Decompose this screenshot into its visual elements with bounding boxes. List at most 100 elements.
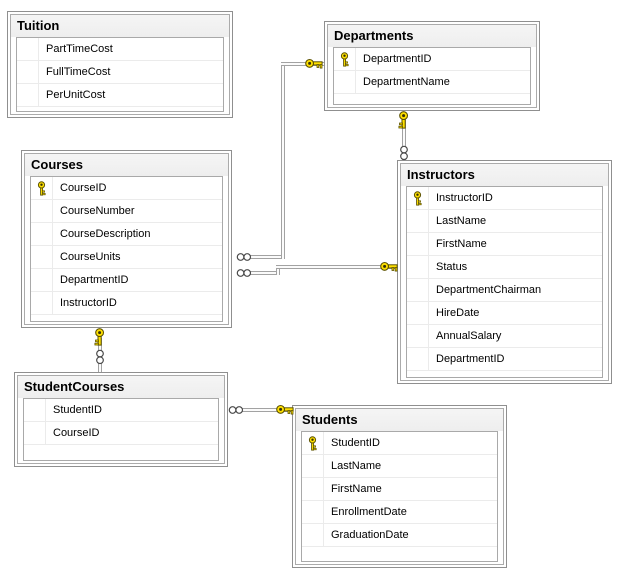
column-row[interactable]: CourseID (31, 177, 222, 200)
column-name: DepartmentID (436, 353, 505, 365)
column-row[interactable]: Status (407, 256, 602, 279)
connector-infinity-icon (236, 268, 252, 278)
column-row[interactable]: FirstName (407, 233, 602, 256)
column-row[interactable]: InstructorID (31, 292, 222, 315)
column-row[interactable]: LastName (407, 210, 602, 233)
column-row[interactable]: EnrollmentDate (302, 501, 497, 524)
column-name: PerUnitCost (46, 89, 106, 101)
relationship-line-courses-to-instructors[interactable] (246, 271, 280, 275)
column-name: FullTimeCost (46, 66, 111, 78)
column-row[interactable]: HireDate (407, 302, 602, 325)
table-title[interactable]: Instructors (401, 164, 608, 186)
column-row[interactable]: FirstName (302, 478, 497, 501)
row-icon-cell (407, 279, 429, 301)
column-name: FirstName (436, 238, 487, 250)
relationship-line-courses-to-departments[interactable] (246, 255, 285, 259)
primary-key-icon (31, 177, 53, 199)
relationship-line-courses-to-departments[interactable] (281, 62, 285, 259)
row-icon-cell (302, 524, 324, 546)
column-row[interactable]: CourseDescription (31, 223, 222, 246)
column-name: DepartmentID (363, 53, 432, 65)
column-name: CourseID (60, 182, 107, 194)
column-name: GraduationDate (331, 529, 409, 541)
table-grid: StudentID CourseID (23, 398, 219, 461)
column-name: InstructorID (436, 192, 493, 204)
row-icon-cell (17, 84, 39, 106)
row-icon-cell (407, 233, 429, 255)
connector-infinity-icon (95, 349, 105, 365)
table-title[interactable]: Courses (25, 154, 228, 176)
primary-key-icon (407, 187, 429, 209)
column-row[interactable]: CourseID (24, 422, 218, 445)
column-name: CourseID (53, 427, 100, 439)
column-row[interactable]: DepartmentID (31, 269, 222, 292)
column-name: CourseDescription (60, 228, 151, 240)
column-row[interactable]: PerUnitCost (17, 84, 223, 107)
column-row[interactable]: LastName (302, 455, 497, 478)
row-icon-cell (407, 325, 429, 347)
column-row[interactable]: InstructorID (407, 187, 602, 210)
column-row[interactable]: DepartmentID (334, 48, 530, 71)
row-icon-cell (407, 348, 429, 370)
row-icon-cell (334, 71, 356, 93)
row-icon-cell (24, 399, 46, 421)
connector-key-icon (380, 261, 398, 272)
column-name: EnrollmentDate (331, 506, 407, 518)
column-name: Status (436, 261, 468, 273)
column-row[interactable]: CourseUnits (31, 246, 222, 269)
column-name: StudentID (331, 437, 380, 449)
connector-key-icon (276, 404, 294, 415)
column-name: DepartmentName (363, 76, 450, 88)
table-title[interactable]: Students (296, 409, 503, 431)
relationship-line-studentcourses-to-students[interactable] (240, 408, 294, 412)
column-row[interactable]: AnnualSalary (407, 325, 602, 348)
row-icon-cell (407, 210, 429, 232)
column-row[interactable]: DepartmentName (334, 71, 530, 94)
column-name: DepartmentChairman (436, 284, 542, 296)
connector-infinity-icon (228, 405, 244, 415)
table-title[interactable]: Tuition (11, 15, 229, 37)
column-name: LastName (331, 460, 382, 472)
row-icon-cell (31, 223, 53, 245)
row-icon-cell (31, 269, 53, 291)
column-row[interactable]: FullTimeCost (17, 61, 223, 84)
connector-infinity-icon (399, 145, 409, 161)
row-icon-cell (407, 256, 429, 278)
column-row[interactable]: GraduationDate (302, 524, 497, 547)
column-name: InstructorID (60, 297, 117, 309)
column-row[interactable]: DepartmentChairman (407, 279, 602, 302)
column-row[interactable]: CourseNumber (31, 200, 222, 223)
row-icon-cell (302, 478, 324, 500)
column-row[interactable]: StudentID (24, 399, 218, 422)
column-name: HireDate (436, 307, 480, 319)
column-name: PartTimeCost (46, 43, 113, 55)
column-row[interactable]: DepartmentID (407, 348, 602, 371)
relationship-line-departments-to-instructors[interactable] (402, 118, 406, 162)
row-icon-cell (17, 61, 39, 83)
row-icon-cell (31, 246, 53, 268)
connector-key-icon (305, 58, 323, 69)
relationship-line-courses-to-instructors[interactable] (276, 265, 399, 269)
column-row[interactable]: PartTimeCost (17, 38, 223, 61)
column-row[interactable]: StudentID (302, 432, 497, 455)
relationship-line-courses-to-departments[interactable] (281, 62, 326, 66)
row-icon-cell (407, 302, 429, 324)
table-title[interactable]: StudentCourses (18, 376, 224, 398)
column-name: LastName (436, 215, 487, 227)
row-icon-cell (31, 200, 53, 222)
column-name: AnnualSalary (436, 330, 502, 342)
connector-key-icon (94, 328, 105, 346)
connector-infinity-icon (236, 252, 252, 262)
relationship-line-courses-to-instructors[interactable] (276, 265, 280, 275)
table-title[interactable]: Departments (328, 25, 536, 47)
row-icon-cell (302, 501, 324, 523)
